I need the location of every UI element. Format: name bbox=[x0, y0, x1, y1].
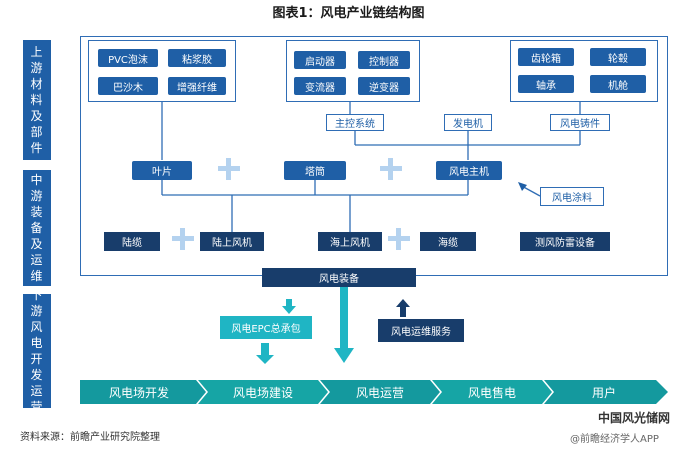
part-nacelle: 机舱 bbox=[590, 75, 646, 93]
stage-operation: 风电运营 bbox=[355, 385, 404, 400]
part-bearing: 轴承 bbox=[518, 75, 574, 93]
generator: 发电机 bbox=[444, 114, 492, 131]
section-downstream-label: 下游风电开发运营 bbox=[23, 288, 51, 414]
part-inverter: 逆变器 bbox=[358, 77, 410, 95]
om-services: 风电运维服务 bbox=[378, 319, 464, 342]
section-midstream-label: 中游装备及运维 bbox=[23, 170, 51, 286]
part-converter: 变流器 bbox=[294, 77, 346, 95]
section-upstream-label: 上游材料及部件 bbox=[23, 40, 51, 160]
material-pvc-foam: PVC泡沫 bbox=[98, 49, 158, 67]
part-gearbox: 齿轮箱 bbox=[518, 48, 574, 66]
stage-construction: 风电场建设 bbox=[232, 385, 293, 400]
stage-development: 风电场开发 bbox=[108, 385, 169, 400]
material-balsa: 巴沙木 bbox=[98, 77, 158, 95]
wind-equipment: 风电装备 bbox=[262, 268, 416, 287]
wind-castings: 风电铸件 bbox=[550, 114, 610, 131]
page-title: 图表1：风电产业链结构图 bbox=[272, 6, 425, 21]
epc-contracting: 风电EPC总承包 bbox=[220, 316, 312, 339]
main-control-system: 主控系统 bbox=[326, 114, 384, 131]
part-hub: 轮毂 bbox=[590, 48, 646, 66]
material-adhesive: 粘浆胶 bbox=[168, 49, 226, 67]
onshore-turbine: 陆上风机 bbox=[200, 232, 264, 251]
main-unit: 风电主机 bbox=[436, 161, 502, 180]
offshore-turbine: 海上风机 bbox=[318, 232, 382, 251]
part-controller: 控制器 bbox=[358, 51, 410, 69]
tower: 塔筒 bbox=[284, 161, 346, 180]
blade: 叶片 bbox=[132, 161, 192, 180]
lightning-equipment: 测风防雷设备 bbox=[520, 232, 610, 251]
wind-coating: 风电涂料 bbox=[540, 187, 604, 206]
sea-cable: 海缆 bbox=[420, 232, 476, 251]
stage-sales: 风电售电 bbox=[467, 385, 516, 400]
material-fiber: 增强纤维 bbox=[168, 77, 226, 95]
stage-user: 用户 bbox=[591, 385, 616, 400]
watermark-account: @前瞻经济学人APP bbox=[570, 434, 659, 445]
land-cable: 陆缆 bbox=[104, 232, 160, 251]
part-starter: 启动器 bbox=[294, 51, 346, 69]
watermark-site: 中国风光储网 bbox=[598, 411, 671, 425]
source-note: 资料来源：前瞻产业研究院整理 bbox=[20, 432, 160, 443]
